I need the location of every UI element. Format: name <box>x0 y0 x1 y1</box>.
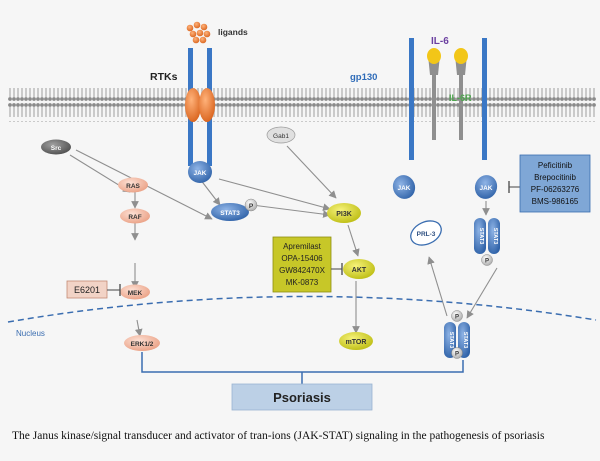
jak-drug-1: Peficitinib <box>538 161 573 170</box>
phospho-label-4: P <box>455 352 459 358</box>
mek-label: MEK <box>128 290 143 297</box>
il6-ligand-icon <box>427 48 468 64</box>
pi3k-node: PI3K <box>327 203 361 223</box>
jak-inhibitor-box: Peficitinib Brepocitinib PF-06263276 BMS… <box>508 154 591 213</box>
il6r-label: IL-6R <box>449 93 472 103</box>
figure-caption: The Janus kinase/signal transducer and a… <box>12 430 545 442</box>
e6201-inhibitor: E6201 <box>66 280 121 299</box>
stat3-vertical-label-3: STAT3 <box>448 332 454 349</box>
mtor-label: mTOR <box>346 339 367 346</box>
stat3-node: STAT3 P <box>211 198 258 221</box>
jak-drug-2: Brepocitinib <box>534 173 576 182</box>
mek-node: MEK <box>120 284 150 300</box>
gab1-label: Gab1 <box>273 133 289 140</box>
prl3-label: PRL-3 <box>417 231 436 238</box>
ligands-label: ligands <box>218 27 248 37</box>
jak-right-label: JAK <box>479 185 492 192</box>
phospho-label-3: P <box>455 315 459 321</box>
ligands-icon <box>186 21 211 44</box>
psoriasis-box: Psoriasis <box>231 383 373 411</box>
pde4-drug-3: GW842470X <box>279 266 325 275</box>
phospho-label-2: P <box>485 259 489 265</box>
jak-node-right: JAK <box>474 175 498 199</box>
pde4-drug-1: Apremilast <box>283 242 322 251</box>
stat3-vertical-label-1: STAT3 <box>478 228 484 245</box>
psoriasis-bracket <box>141 352 464 373</box>
gp130-label: gp130 <box>350 72 377 83</box>
stat3-dimer-cytoplasm: STAT3 STAT3 P <box>474 218 500 266</box>
raf-label: RAF <box>128 214 141 221</box>
src-node: Src <box>41 139 71 155</box>
stat3-dimer-nucleus: P STAT3 STAT3 P <box>444 310 470 359</box>
nucleus-boundary <box>7 295 597 323</box>
gab1-node: Gab1 <box>266 126 296 144</box>
ras-label: RAS <box>126 183 140 190</box>
stat3-vertical-label-4: STAT3 <box>462 332 468 349</box>
jak-node-rtk: JAK <box>188 161 212 183</box>
src-label: Src <box>51 145 62 152</box>
nucleus-label: Nucleus <box>16 329 45 338</box>
rtks-label: RTKs <box>150 71 178 83</box>
phospho-label: P <box>249 203 254 210</box>
psoriasis-label: Psoriasis <box>273 390 331 405</box>
il6r-receptor <box>428 55 467 140</box>
jak-drug-3: PF-06263276 <box>531 185 580 194</box>
pde4-drug-2: OPA-15406 <box>281 254 323 263</box>
pi3k-label: PI3K <box>336 211 352 218</box>
cell-membrane <box>8 88 596 122</box>
jak-drug-4: BMS-986165 <box>532 197 579 206</box>
erk-label: ERK1/2 <box>131 341 154 348</box>
akt-node: AKT <box>343 259 375 279</box>
e6201-label: E6201 <box>74 285 100 295</box>
il6-label: IL-6 <box>431 36 449 47</box>
ras-node: RAS <box>118 177 148 193</box>
jak-left-label: JAK <box>397 185 410 192</box>
prl3-node: PRL-3 <box>410 220 442 246</box>
raf-node: RAF <box>120 208 150 224</box>
pde4-drug-4: MK-0873 <box>286 278 319 287</box>
stat3-vertical-label-2: STAT3 <box>492 228 498 245</box>
pde4-inhibitor-box: Apremilast OPA-15406 GW842470X MK-0873 <box>272 236 343 293</box>
jak-node-left: JAK <box>392 175 416 199</box>
mtor-node: mTOR <box>339 332 373 350</box>
akt-label: AKT <box>352 267 367 274</box>
rtk-receptor <box>185 48 215 166</box>
stat3-label: STAT3 <box>220 210 240 217</box>
jak-rtk-label: JAK <box>193 170 206 177</box>
gp130-receptor <box>409 38 487 160</box>
erk-node: ERK1/2 <box>124 335 160 351</box>
